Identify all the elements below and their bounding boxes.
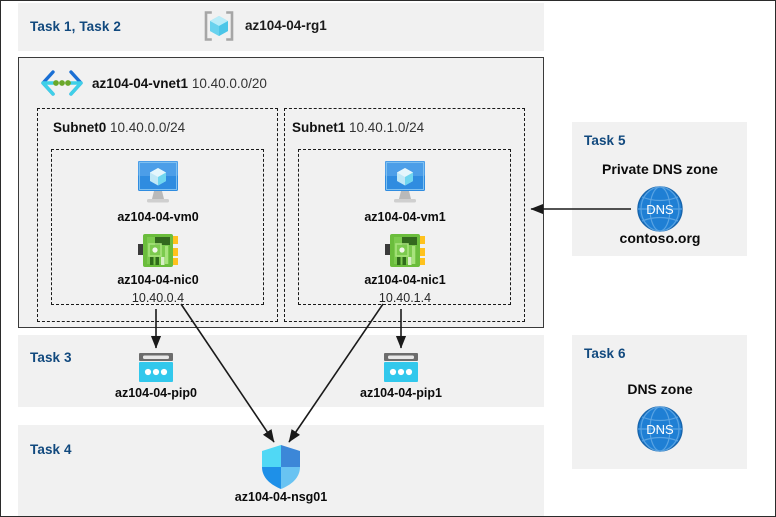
task-label-public-ip: Task 3 xyxy=(30,350,72,365)
dns-zone-icon: DNS xyxy=(635,184,685,234)
subnet0-inner-boundary xyxy=(51,149,264,305)
subnet0-name: Subnet0 xyxy=(53,120,107,135)
nic0-ip: 10.40.0.4 xyxy=(131,291,185,305)
virtual-network-icon xyxy=(39,69,85,97)
resource-group-icon xyxy=(201,8,237,44)
vnet-title: az104-04-vnet1 10.40.0.0/20 xyxy=(92,76,267,91)
task-label-resource-group: Task 1, Task 2 xyxy=(30,19,121,34)
public-dns-title: DNS zone xyxy=(627,381,693,397)
resource-group-panel xyxy=(18,3,544,51)
private-dns-name: contoso.org xyxy=(619,230,701,246)
virtual-machine-icon xyxy=(380,159,430,205)
public-ip-panel xyxy=(18,335,544,407)
dns-zone-icon: DNS xyxy=(635,404,685,454)
nic0-label: az104-04-nic0 xyxy=(117,273,199,287)
resource-group-name: az104-04-rg1 xyxy=(245,18,327,33)
network-interface-icon xyxy=(383,232,427,270)
vnet-panel xyxy=(18,57,544,328)
subnet0-boundary xyxy=(37,108,278,322)
task-label-private-dns: Task 5 xyxy=(584,133,626,148)
virtual-machine-icon xyxy=(133,159,183,205)
subnet1-name: Subnet1 xyxy=(292,120,346,135)
nic1-ip: 10.40.1.4 xyxy=(378,291,432,305)
network-interface-icon xyxy=(136,232,180,270)
private-dns-title: Private DNS zone xyxy=(602,161,718,177)
public-ip-address-icon xyxy=(380,351,422,385)
nsg-label: az104-04-nsg01 xyxy=(234,490,328,504)
vm1-label: az104-04-vm1 xyxy=(364,210,446,224)
dns-icon-text: DNS xyxy=(646,422,674,437)
vnet-name: az104-04-vnet1 xyxy=(92,76,189,91)
public-ip-address-icon xyxy=(135,351,177,385)
subnet1-title: Subnet1 10.40.1.0/24 xyxy=(292,120,424,135)
network-security-group-icon xyxy=(260,444,302,490)
nic1-label: az104-04-nic1 xyxy=(364,273,446,287)
pip1-label: az104-04-pip1 xyxy=(360,386,442,400)
pip0-label: az104-04-pip0 xyxy=(115,386,197,400)
dns-icon-text: DNS xyxy=(646,202,674,217)
subnet1-cidr: 10.40.1.0/24 xyxy=(349,120,425,135)
vnet-cidr: 10.40.0.0/20 xyxy=(191,76,267,91)
task-label-nsg: Task 4 xyxy=(30,442,72,457)
subnet1-inner-boundary xyxy=(298,149,511,305)
subnet1-boundary xyxy=(284,108,525,322)
subnet0-title: Subnet0 10.40.0.0/24 xyxy=(53,120,185,135)
vm0-label: az104-04-vm0 xyxy=(117,210,199,224)
task-label-public-dns: Task 6 xyxy=(584,346,626,361)
subnet0-cidr: 10.40.0.0/24 xyxy=(110,120,186,135)
